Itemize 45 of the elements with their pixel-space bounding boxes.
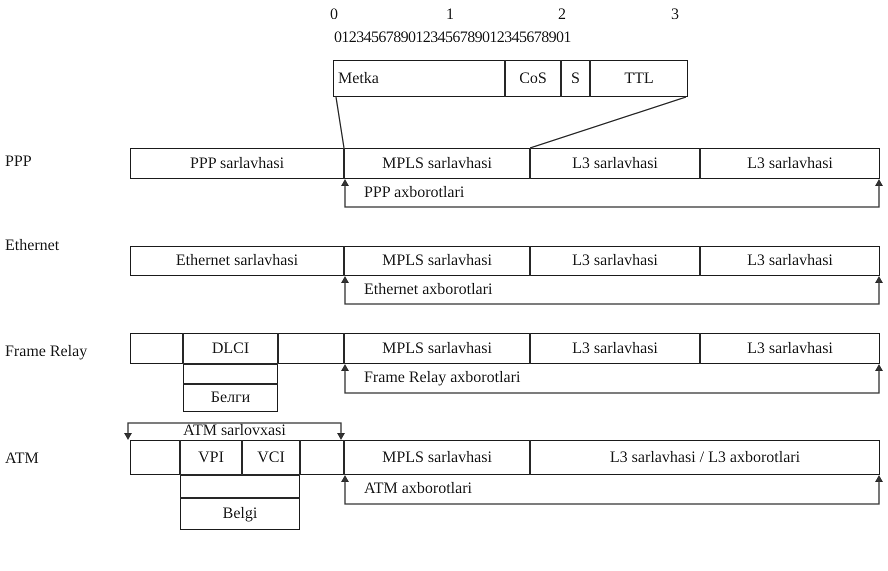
bit-number: 0 — [330, 6, 338, 24]
header-field: VCI — [242, 440, 300, 475]
span-bracket — [344, 276, 880, 305]
header-field: MPLS sarlavhasi — [344, 246, 530, 276]
header-field: L3 sarlavhasi — [530, 246, 700, 276]
header-field: DLCI — [183, 333, 278, 364]
header-field: L3 sarlavhasi — [700, 148, 880, 179]
row-label: ATM — [5, 450, 39, 468]
header-field: MPLS sarlavhasi — [344, 440, 530, 475]
empty-field — [180, 475, 300, 498]
empty-field — [183, 364, 278, 384]
header-field: PPP sarlavhasi — [130, 148, 344, 179]
bit-number: 01234567890123456789012345678901 — [334, 29, 571, 47]
bracket-label: ATM axborotlari — [364, 480, 472, 498]
header-field: Metka — [333, 60, 505, 97]
header-field: Belgi — [180, 498, 300, 530]
header-field: Белги — [183, 384, 278, 412]
span-bracket — [344, 179, 880, 208]
row-label: Frame Relay — [5, 343, 88, 361]
header-field: L3 sarlavhasi — [700, 333, 880, 364]
header-field: VPI — [180, 440, 242, 475]
span-bracket — [127, 422, 342, 440]
bracket-label: PPP axborotlari — [364, 184, 464, 202]
bracket-label: Ethernet axborotlari — [364, 281, 492, 299]
header-field: S — [561, 60, 590, 97]
expansion-line — [335, 96, 345, 148]
row-label: PPP — [5, 153, 32, 171]
header-field: Ethernet sarlavhasi — [130, 246, 344, 276]
header-field: L3 sarlavhasi — [530, 333, 700, 364]
header-field: L3 sarlavhasi — [530, 148, 700, 179]
row-label: Ethernet — [5, 237, 60, 255]
header-field: CoS — [505, 60, 561, 97]
header-field: L3 sarlavhasi / L3 axborotlari — [530, 440, 880, 475]
bracket-label: ATM sarlovxasi — [182, 422, 287, 440]
header-field: MPLS sarlavhasi — [344, 333, 530, 364]
header-field: L3 sarlavhasi — [700, 246, 880, 276]
span-bracket — [344, 364, 880, 394]
span-bracket — [344, 475, 880, 505]
bracket-label: Frame Relay axborotlari — [364, 369, 520, 387]
header-field: TTL — [590, 60, 688, 97]
bit-number: 1 — [446, 6, 454, 24]
bit-number: 3 — [671, 6, 679, 24]
header-field: MPLS sarlavhasi — [344, 148, 530, 179]
expansion-line — [530, 96, 686, 149]
bit-number: 2 — [558, 6, 566, 24]
